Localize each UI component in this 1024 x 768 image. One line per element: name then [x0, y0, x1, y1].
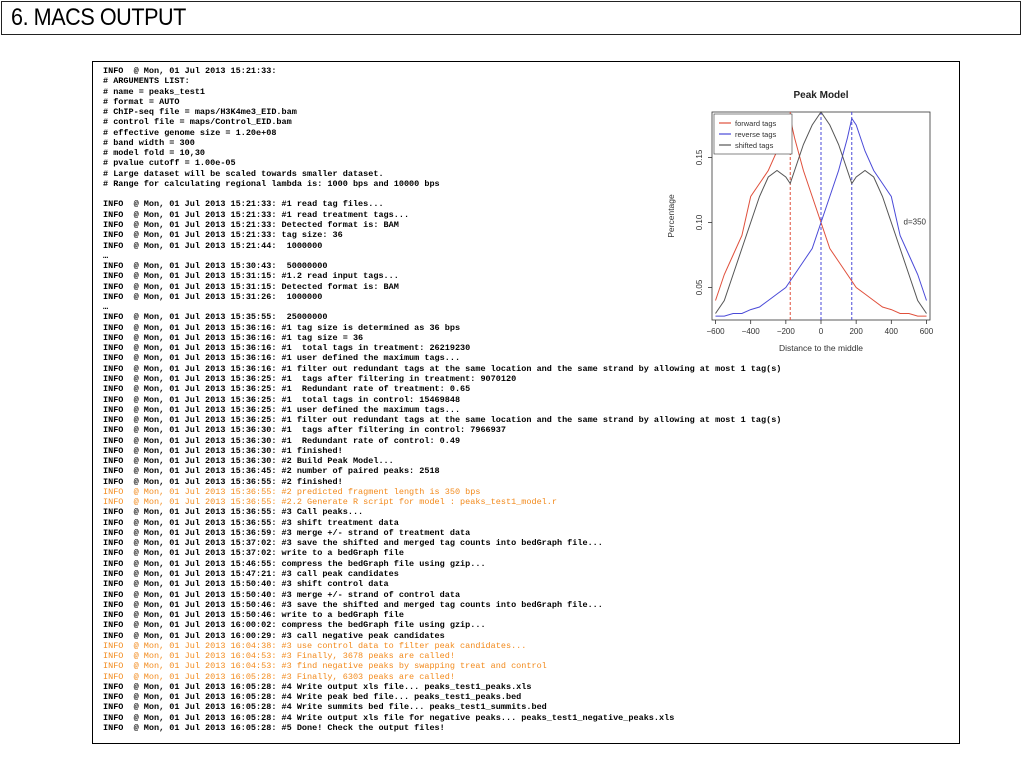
log-line: INFO @ Mon, 01 Jul 2013 15:36:25: #1 tag… [103, 373, 517, 384]
peak-model-chart: Peak Model −600 −400 −200 0 200 400 600 0.05 0.10… [666, 90, 934, 353]
x-axis-label: Distance to the middle [779, 343, 863, 353]
log-line: … [103, 302, 109, 313]
log-line: INFO @ Mon, 01 Jul 2013 15:36:16: #1 use… [103, 353, 461, 364]
log-line: INFO @ Mon, 01 Jul 2013 15:36:30: #2 Bui… [103, 456, 394, 467]
log-line: # ARGUMENTS LIST: [103, 76, 190, 87]
log-line: INFO @ Mon, 01 Jul 2013 15:47:21: #3 cal… [103, 569, 399, 580]
x-tick-label: 400 [885, 327, 899, 336]
log-line: INFO @ Mon, 01 Jul 2013 15:36:25: #1 tot… [103, 394, 461, 405]
log-line: INFO @ Mon, 01 Jul 2013 15:30:43: 500000… [103, 261, 328, 272]
log-line: INFO @ Mon, 01 Jul 2013 15:31:15: Detect… [103, 281, 399, 292]
log-line: INFO @ Mon, 01 Jul 2013 15:31:26: 100000… [103, 291, 323, 302]
log-line-highlight: INFO @ Mon, 01 Jul 2013 16:05:28: #3 Fin… [103, 671, 455, 682]
chart-title: Peak Model [793, 90, 848, 101]
log-line: INFO @ Mon, 01 Jul 2013 15:21:44: 100000… [103, 240, 323, 251]
log-line-highlight: INFO @ Mon, 01 Jul 2013 15:36:55: #2.2 G… [103, 497, 557, 508]
log-line: INFO @ Mon, 01 Jul 2013 15:36:30: #1 fin… [103, 445, 343, 456]
log-line: INFO @ Mon, 01 Jul 2013 15:36:16: #1 tag… [103, 322, 461, 333]
log-line: INFO @ Mon, 01 Jul 2013 16:05:28: #4 Wri… [103, 692, 522, 703]
x-tick-label: −200 [777, 327, 796, 336]
log-line: INFO @ Mon, 01 Jul 2013 15:21:33: #1 rea… [103, 209, 410, 220]
log-line: INFO @ Mon, 01 Jul 2013 15:36:55: #3 Cal… [103, 507, 364, 518]
slide-title: 6. MACS OUTPUT [11, 4, 186, 31]
log-line: INFO @ Mon, 01 Jul 2013 15:36:16: #1 tot… [103, 343, 471, 354]
series-line-shifted-tags [715, 111, 927, 314]
log-line: INFO @ Mon, 01 Jul 2013 15:46:55: compre… [103, 558, 486, 569]
log-line: INFO @ Mon, 01 Jul 2013 15:36:55: #2 fin… [103, 476, 343, 487]
series-line-reverse-tags [715, 117, 927, 317]
log-line: # band width = 300 [103, 137, 195, 148]
macs-log: INFO @ Mon, 01 Jul 2013 15:21:33:# ARGUM… [103, 66, 781, 733]
x-tick-label: −600 [707, 327, 726, 336]
log-line: INFO @ Mon, 01 Jul 2013 15:21:33: #1 rea… [103, 199, 384, 210]
log-line: INFO @ Mon, 01 Jul 2013 16:00:02: compre… [103, 620, 486, 631]
log-line: INFO @ Mon, 01 Jul 2013 16:05:28: #4 Wri… [103, 702, 547, 713]
log-line: INFO @ Mon, 01 Jul 2013 15:36:25: #1 Red… [103, 384, 471, 395]
log-line-highlight: INFO @ Mon, 01 Jul 2013 15:36:55: #2 pre… [103, 486, 481, 497]
log-line: INFO @ Mon, 01 Jul 2013 15:36:16: #1 tag… [103, 332, 364, 343]
log-line: INFO @ Mon, 01 Jul 2013 15:31:15: #1.2 r… [103, 271, 399, 282]
log-line: # format = AUTO [103, 96, 180, 107]
log-line: # pvalue cutoff = 1.00e-05 [103, 158, 236, 169]
log-line: INFO @ Mon, 01 Jul 2013 15:21:33: Detect… [103, 219, 399, 230]
log-line: INFO @ Mon, 01 Jul 2013 15:35:55: 250000… [103, 312, 328, 323]
log-line-highlight: INFO @ Mon, 01 Jul 2013 16:04:53: #3 fin… [103, 661, 547, 672]
log-line: INFO @ Mon, 01 Jul 2013 15:21:33: [103, 66, 277, 76]
y-tick-label: 0.15 [695, 149, 704, 165]
log-line: INFO @ Mon, 01 Jul 2013 16:00:29: #3 cal… [103, 630, 445, 641]
log-line-highlight: INFO @ Mon, 01 Jul 2013 16:04:53: #3 Fin… [103, 651, 455, 662]
log-line: INFO @ Mon, 01 Jul 2013 15:37:02: #3 sav… [103, 538, 603, 549]
log-line: INFO @ Mon, 01 Jul 2013 15:50:46: write … [103, 610, 404, 621]
log-line: INFO @ Mon, 01 Jul 2013 15:50:40: #3 shi… [103, 579, 389, 590]
x-tick-label: 0 [819, 327, 824, 336]
legend-label: reverse tags [735, 130, 777, 139]
log-line: INFO @ Mon, 01 Jul 2013 15:36:45: #2 num… [103, 466, 440, 477]
x-tick-label: −400 [742, 327, 761, 336]
log-line-highlight: INFO @ Mon, 01 Jul 2013 16:04:38: #3 use… [103, 640, 527, 651]
x-tick-label: 600 [920, 327, 934, 336]
log-line: # control file = maps/Control_EID.bam [103, 117, 292, 128]
legend-label: shifted tags [735, 141, 774, 150]
log-line: INFO @ Mon, 01 Jul 2013 15:36:16: #1 fil… [103, 363, 782, 374]
log-line: INFO @ Mon, 01 Jul 2013 16:05:28: #5 Don… [103, 723, 445, 733]
log-line: INFO @ Mon, 01 Jul 2013 15:36:59: #3 mer… [103, 527, 471, 538]
log-line: INFO @ Mon, 01 Jul 2013 15:36:30: #1 Red… [103, 435, 461, 446]
log-line: INFO @ Mon, 01 Jul 2013 15:37:02: write … [103, 548, 404, 559]
log-line: # effective genome size = 1.20e+08 [103, 127, 277, 138]
log-line: INFO @ Mon, 01 Jul 2013 15:36:55: #3 shi… [103, 517, 399, 528]
slide-title-bar: 6. MACS OUTPUT [1, 1, 1021, 35]
y-axis-label: Percentage [666, 194, 676, 238]
log-line: INFO @ Mon, 01 Jul 2013 15:50:46: #3 sav… [103, 599, 603, 610]
log-line: # ChIP-seq file = maps/H3K4me3_EID.bam [103, 107, 297, 118]
log-line: INFO @ Mon, 01 Jul 2013 15:36:30: #1 tag… [103, 425, 506, 436]
log-line: INFO @ Mon, 01 Jul 2013 16:05:28: #4 Wri… [103, 712, 675, 723]
log-line: INFO @ Mon, 01 Jul 2013 15:21:33: tag si… [103, 230, 343, 241]
chart-annotation: d=350 [904, 218, 927, 227]
y-tick-label: 0.05 [695, 279, 704, 295]
log-line: # Range for calculating regional lambda … [103, 178, 440, 189]
y-tick-label: 0.10 [695, 214, 704, 230]
x-tick-label: 200 [849, 327, 863, 336]
log-line: … [103, 250, 109, 261]
log-line: INFO @ Mon, 01 Jul 2013 15:36:25: #1 use… [103, 404, 461, 415]
log-line: # Large dataset will be scaled towards s… [103, 168, 384, 179]
log-line: INFO @ Mon, 01 Jul 2013 15:36:25: #1 fil… [103, 415, 782, 426]
legend-label: forward tags [735, 119, 777, 128]
log-line: # name = peaks_test1 [103, 86, 206, 97]
log-line: # model fold = 10,30 [103, 148, 206, 159]
terminal-output-panel [92, 61, 960, 744]
log-line: INFO @ Mon, 01 Jul 2013 16:05:28: #4 Wri… [103, 681, 532, 692]
log-line: INFO @ Mon, 01 Jul 2013 15:50:40: #3 mer… [103, 589, 461, 600]
